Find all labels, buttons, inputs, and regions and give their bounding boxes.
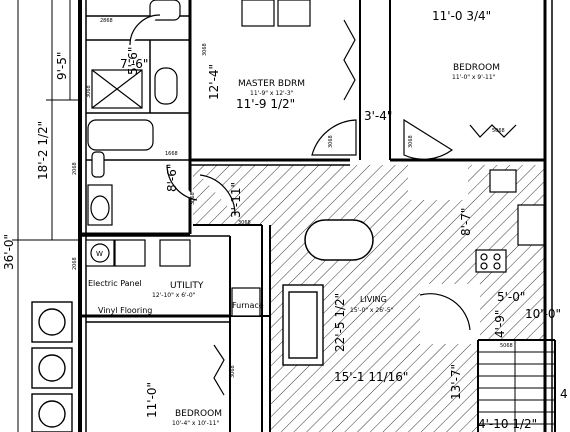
stair-treads bbox=[478, 340, 555, 432]
label-furnace: Furnace bbox=[232, 301, 264, 310]
walls bbox=[78, 0, 556, 432]
room-master-bdrm-name: MASTER BDRM bbox=[238, 79, 305, 89]
code-2068-a: 2068 bbox=[72, 162, 78, 175]
utility-appliances bbox=[85, 239, 261, 317]
code-3068-f: 3068 bbox=[230, 365, 236, 378]
room-master-bdrm-size: 11'-9" x 12'-3" bbox=[250, 90, 294, 97]
code-5068-a: 5068 bbox=[492, 128, 505, 134]
left-dimension-lines bbox=[12, 0, 80, 432]
door-swings bbox=[129, 14, 471, 331]
room-living-name: LIVING bbox=[360, 295, 387, 304]
room-bedroom-1-size: 11'-0" x 9'-11" bbox=[452, 74, 496, 81]
code-2068-b: 2068 bbox=[72, 257, 78, 270]
code-5068-b: 5068 bbox=[500, 343, 513, 349]
code-3068-d: 3068 bbox=[238, 220, 251, 226]
living-hatch bbox=[193, 165, 545, 432]
label-washer: W bbox=[96, 250, 103, 258]
bathroom-fixtures bbox=[87, 0, 181, 226]
dim-4: 4 bbox=[560, 387, 568, 401]
label-vinyl-flooring: Vinyl Flooring bbox=[98, 306, 152, 315]
dim-11-0: 11'-0 3/4" bbox=[432, 9, 491, 23]
closet-doors bbox=[213, 19, 517, 396]
code-3068-g: 3068 bbox=[86, 85, 92, 98]
dim-36: 36'-0" bbox=[2, 234, 16, 270]
dim-9-5: 9'-5" bbox=[55, 52, 69, 80]
sofa bbox=[282, 284, 324, 366]
dim-5-6: 5'-6" bbox=[126, 47, 140, 75]
code-1668: 1668 bbox=[165, 151, 178, 157]
dim-5-0: 5'-0" bbox=[497, 290, 525, 304]
dim-12-4: 12'-4" bbox=[207, 64, 221, 100]
dim-10-0: 10'-0" bbox=[525, 307, 561, 321]
code-3068-e: 3068 bbox=[190, 192, 196, 205]
dim-8-6: 8'-6" bbox=[165, 164, 179, 192]
master-bed bbox=[241, 0, 311, 27]
dim-18-2: 18'-2 1/2" bbox=[36, 121, 50, 180]
room-living-size: 15'-0" x 26'-5" bbox=[350, 307, 394, 314]
code-2868: 2868 bbox=[100, 18, 113, 24]
coffee-table bbox=[304, 219, 374, 261]
dim-4-10: 4'-10 1/2" bbox=[478, 417, 537, 431]
dim-3-11: 3'-11" bbox=[229, 182, 243, 218]
room-utility-size: 12'-10" x 6'-0" bbox=[152, 292, 196, 299]
room-bedroom-2-size: 10'-4" x 10'-11" bbox=[172, 420, 219, 427]
dim-3-4: 3'-4" bbox=[364, 109, 392, 123]
dim-7-6: 7'-6" bbox=[120, 57, 148, 71]
stove bbox=[475, 169, 545, 273]
room-utility-name: UTILITY bbox=[170, 281, 204, 291]
label-electric-panel: Electric Panel bbox=[88, 279, 142, 288]
room-bedroom-1-name: BEDROOM bbox=[453, 63, 500, 73]
code-3068-b: 3068 bbox=[328, 135, 334, 148]
code-3068-c: 3068 bbox=[408, 135, 414, 148]
exterior-units bbox=[31, 301, 73, 432]
dim-8-7: 8'-7" bbox=[459, 208, 473, 236]
dim-13-7: 13'-7" bbox=[449, 364, 463, 400]
dim-11-0b: 11'-0" bbox=[145, 382, 159, 418]
kitchen-white bbox=[408, 165, 468, 200]
dim-11-9: 11'-9 1/2" bbox=[236, 97, 295, 111]
room-bedroom-2-name: BEDROOM bbox=[175, 409, 222, 419]
code-3068-a: 3068 bbox=[202, 43, 208, 56]
dim-22-5: 22'-5 1/2" bbox=[333, 293, 347, 352]
dim-15-1: 15'-1 11/16" bbox=[334, 370, 408, 384]
dim-4-9: 4'-9" bbox=[493, 310, 507, 338]
